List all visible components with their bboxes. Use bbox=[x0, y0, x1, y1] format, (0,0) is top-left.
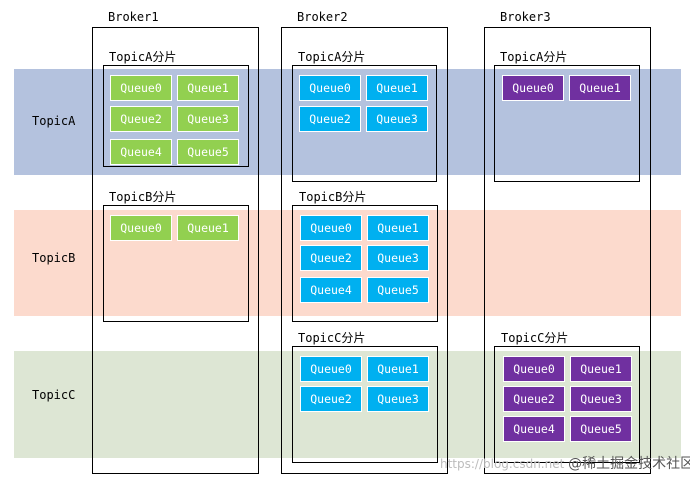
broker-label-3: Broker3 bbox=[500, 10, 551, 24]
queue-block: Queue3 bbox=[570, 386, 632, 412]
topic-label-a: TopicA bbox=[32, 114, 76, 128]
queue-block: Queue3 bbox=[177, 106, 239, 132]
shard-box bbox=[103, 65, 249, 167]
queue-block: Queue2 bbox=[110, 106, 172, 132]
topic-label-c: TopicC bbox=[32, 388, 76, 402]
queue-block: Queue4 bbox=[110, 139, 172, 165]
queue-block: Queue1 bbox=[177, 75, 239, 101]
queue-block: Queue5 bbox=[177, 139, 239, 165]
queue-block: Queue1 bbox=[177, 215, 239, 241]
queue-block: Queue1 bbox=[367, 215, 429, 241]
broker-label-1: Broker1 bbox=[108, 10, 159, 24]
queue-block: Queue0 bbox=[502, 75, 564, 101]
queue-block: Queue2 bbox=[300, 386, 362, 412]
shard-label: TopicA分片 bbox=[298, 50, 366, 64]
queue-block: Queue5 bbox=[570, 416, 632, 442]
watermark-url: https://blog.csdn.net bbox=[440, 457, 565, 471]
watermark: https://blog.csdn.net @稀土掘金技术社区 bbox=[440, 453, 690, 473]
shard-box bbox=[292, 346, 438, 463]
queue-block: Queue2 bbox=[300, 245, 362, 271]
queue-block: Queue5 bbox=[367, 277, 429, 303]
broker-1 bbox=[92, 27, 259, 474]
queue-block: Queue1 bbox=[367, 356, 429, 382]
queue-block: Queue0 bbox=[299, 75, 361, 101]
queue-block: Queue1 bbox=[569, 75, 631, 101]
shard-label: TopicC分片 bbox=[501, 331, 569, 345]
shard-box bbox=[292, 205, 438, 322]
queue-block: Queue2 bbox=[503, 386, 565, 412]
queue-block: Queue3 bbox=[366, 106, 428, 132]
broker-2 bbox=[281, 27, 448, 474]
shard-label: TopicC分片 bbox=[298, 331, 366, 345]
queue-block: Queue4 bbox=[300, 277, 362, 303]
queue-block: Queue3 bbox=[367, 386, 429, 412]
shard-box bbox=[494, 346, 640, 463]
shard-box bbox=[292, 65, 437, 182]
queue-block: Queue0 bbox=[503, 356, 565, 382]
queue-block: Queue0 bbox=[110, 75, 172, 101]
queue-block: Queue0 bbox=[300, 356, 362, 382]
shard-label: TopicB分片 bbox=[299, 190, 367, 204]
shard-label: TopicA分片 bbox=[500, 50, 568, 64]
broker-3 bbox=[484, 27, 651, 474]
queue-block: Queue1 bbox=[570, 356, 632, 382]
queue-block: Queue0 bbox=[110, 215, 172, 241]
broker-label-2: Broker2 bbox=[297, 10, 348, 24]
shard-label: TopicB分片 bbox=[109, 190, 177, 204]
queue-block: Queue4 bbox=[503, 416, 565, 442]
queue-block: Queue2 bbox=[299, 106, 361, 132]
queue-block: Queue0 bbox=[300, 215, 362, 241]
shard-label: TopicA分片 bbox=[109, 50, 177, 64]
shard-box bbox=[494, 65, 640, 182]
shard-box bbox=[103, 205, 249, 322]
watermark-brand: @稀土掘金技术社区 bbox=[568, 456, 690, 472]
queue-block: Queue1 bbox=[366, 75, 428, 101]
queue-block: Queue3 bbox=[367, 245, 429, 271]
topic-label-b: TopicB bbox=[32, 251, 76, 265]
